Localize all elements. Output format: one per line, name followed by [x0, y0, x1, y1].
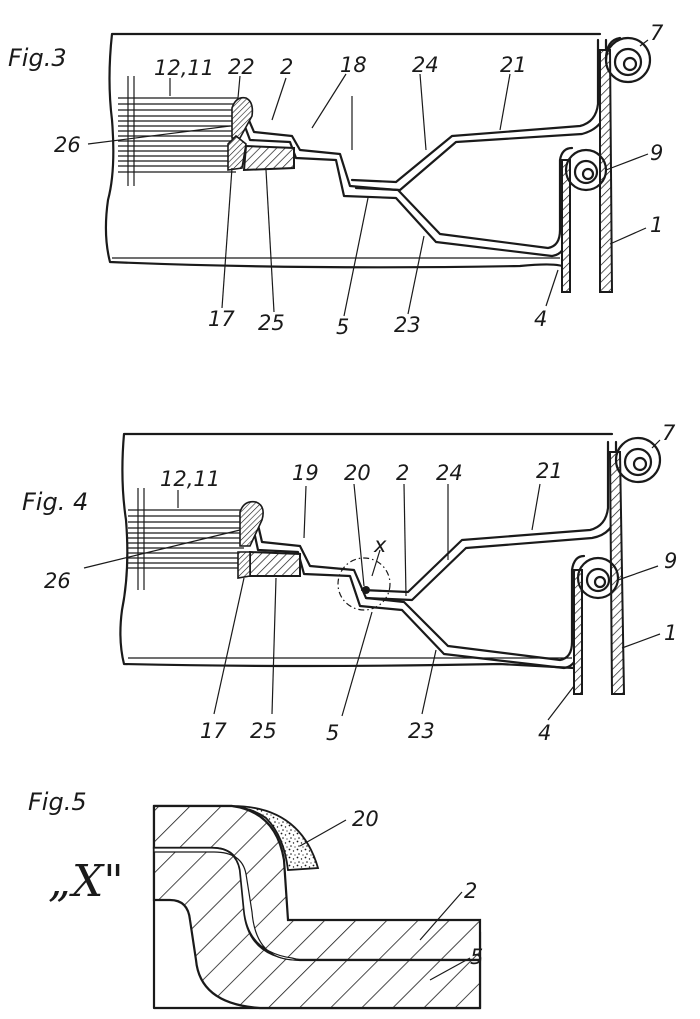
fig3-seal-22: [231, 96, 254, 139]
fig3-leaders: [87, 39, 649, 317]
fig5-label-5: 5: [470, 945, 483, 969]
figure-4: Fig. 4: [22, 421, 677, 745]
figure-4-title: Fig. 4: [22, 488, 88, 516]
fig3-label-1: 1: [650, 213, 663, 237]
fig3-wall-4: [561, 159, 571, 293]
fig3-lid-profile: [246, 116, 574, 250]
fig3-ring-25: [242, 144, 295, 172]
fig5-leaders: [299, 819, 471, 981]
fig3-curl-7: [604, 36, 652, 84]
fig4-label-5: 5: [326, 721, 339, 745]
figure-3: Fig.3: [8, 21, 664, 339]
fig5-detail-mark: „X": [48, 856, 124, 907]
fig4-label-26: 26: [44, 569, 71, 593]
figure-5-title: Fig.5: [28, 788, 87, 816]
fig4-curl-9: [576, 556, 620, 600]
fig4-seal-26: [239, 500, 264, 547]
fig4-label-2: 2: [396, 461, 409, 485]
fig4-stack-12-11: [128, 488, 246, 590]
fig3-label-26: 26: [54, 133, 81, 157]
fig3-label-23: 23: [394, 313, 421, 337]
fig4-label-x: x: [373, 533, 387, 557]
fig3-label-12-11: 12,11: [154, 56, 214, 80]
fig4-label-25: 25: [250, 719, 277, 743]
fig5-label-20: 20: [352, 807, 379, 831]
fig3-outline: [104, 32, 602, 270]
fig3-label-21: 21: [500, 53, 527, 77]
fig5-core: [153, 847, 301, 961]
fig3-label-5: 5: [336, 315, 349, 339]
fig4-label-23: 23: [408, 719, 435, 743]
fig3-label-18: 18: [340, 53, 367, 77]
fig4-leaders: [83, 439, 661, 721]
fig3-label-25: 25: [258, 311, 285, 335]
fig3-label-17: 17: [208, 307, 235, 331]
fig3-label-4: 4: [534, 307, 547, 331]
fig4-label-21: 21: [536, 459, 563, 483]
fig5-bead-20: [231, 805, 320, 871]
fig3-label-7: 7: [650, 21, 664, 45]
fig4-label-17: 17: [200, 719, 227, 743]
fig4-curl-7: [614, 436, 662, 484]
fig4-bead-20: [362, 586, 370, 594]
fig3-stack-12-11: [118, 76, 238, 186]
fig3-label-2: 2: [280, 55, 293, 79]
fig3-label-9: 9: [650, 141, 663, 165]
fig3-label-24: 24: [412, 53, 439, 77]
fig4-label-12-11: 12,11: [160, 467, 220, 491]
fig4-label-19: 19: [292, 461, 319, 485]
fig4-ring-25: [249, 550, 301, 577]
fig4-upper-profile-21: [360, 440, 610, 594]
fig4-label-7: 7: [662, 421, 676, 445]
fig3-lid-profile-inner: [242, 122, 568, 258]
fig3-upper-profile-21: [350, 38, 600, 184]
fig4-label-1: 1: [664, 621, 677, 645]
fig4-outline: [119, 432, 614, 670]
fig4-detail-circle-x: [337, 557, 391, 611]
fig3-seal-17: [227, 134, 247, 171]
fig4-lid-profile: [254, 514, 586, 662]
figure-3-title: Fig.3: [8, 44, 67, 72]
figure-5: Fig.5 „X" 20 2 5: [28, 788, 483, 1010]
fig4-label-9: 9: [664, 549, 677, 573]
fig5-label-2: 2: [464, 879, 477, 903]
fig4-label-20: 20: [344, 461, 371, 485]
fig4-label-4: 4: [538, 721, 551, 745]
fig4-label-24: 24: [436, 461, 463, 485]
fig4-seal-17: [237, 551, 251, 579]
fig3-label-22: 22: [228, 55, 255, 79]
